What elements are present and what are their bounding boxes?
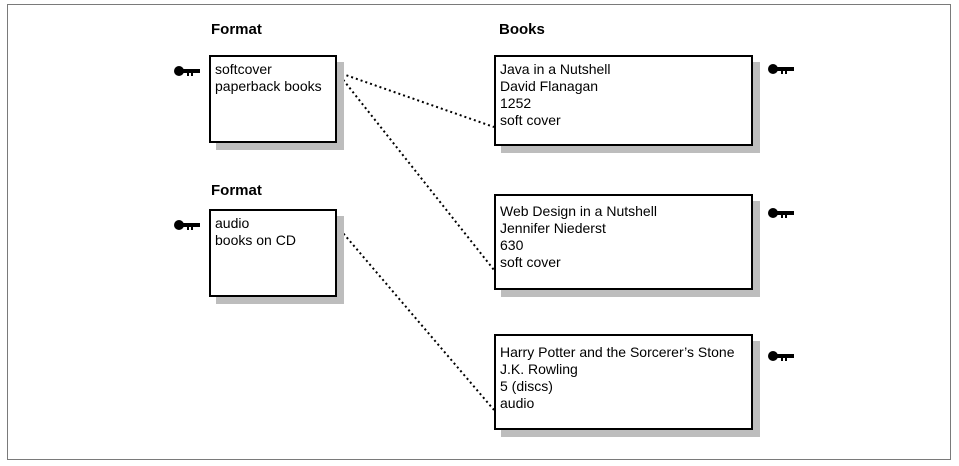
format-title-2: Format [211, 182, 262, 199]
book-field-pages: 1252 [500, 95, 532, 111]
book-field-pages: 5 (discs) [500, 378, 553, 394]
book-record-java: Java in a Nutshell David Flanagan 1252 s… [494, 55, 753, 146]
format-field-description: paperback books [215, 78, 322, 94]
key-icon [768, 64, 794, 74]
format-record-softcover: softcover paperback books [209, 55, 337, 143]
book-field-author: J.K. Rowling [500, 361, 578, 377]
key-icon [174, 220, 200, 230]
format-title-1: Format [211, 21, 262, 38]
book-record-webdesign: Web Design in a Nutshell Jennifer Nieder… [494, 194, 753, 290]
format-field-description: books on CD [215, 232, 296, 248]
book-field-author: Jennifer Niederst [500, 220, 606, 236]
key-icon [174, 66, 200, 76]
key-icon [768, 208, 794, 218]
book-record-harrypotter: Harry Potter and the Sorcerer’s Stone J.… [494, 334, 753, 430]
book-field-format: audio [500, 395, 535, 411]
relationship-line-softcover-java [336, 71, 495, 128]
book-field-author: David Flanagan [500, 78, 599, 94]
format-record-audio: audio books on CD [209, 209, 337, 297]
book-field-pages: 630 [500, 237, 524, 253]
diagram-frame [7, 4, 951, 460]
relationship-line-softcover-webdesign [336, 71, 495, 271]
format-field-code: audio [215, 215, 250, 231]
book-field-title: Java in a Nutshell [500, 61, 611, 77]
book-field-format: soft cover [500, 112, 561, 128]
format-field-code: softcover [215, 61, 272, 77]
relationship-line-audio-harrypotter [336, 225, 495, 411]
book-field-title: Harry Potter and the Sorcerer’s Stone [500, 344, 735, 360]
books-title: Books [499, 21, 545, 38]
book-field-title: Web Design in a Nutshell [500, 203, 657, 219]
key-icon [768, 351, 794, 361]
book-field-format: soft cover [500, 254, 561, 270]
